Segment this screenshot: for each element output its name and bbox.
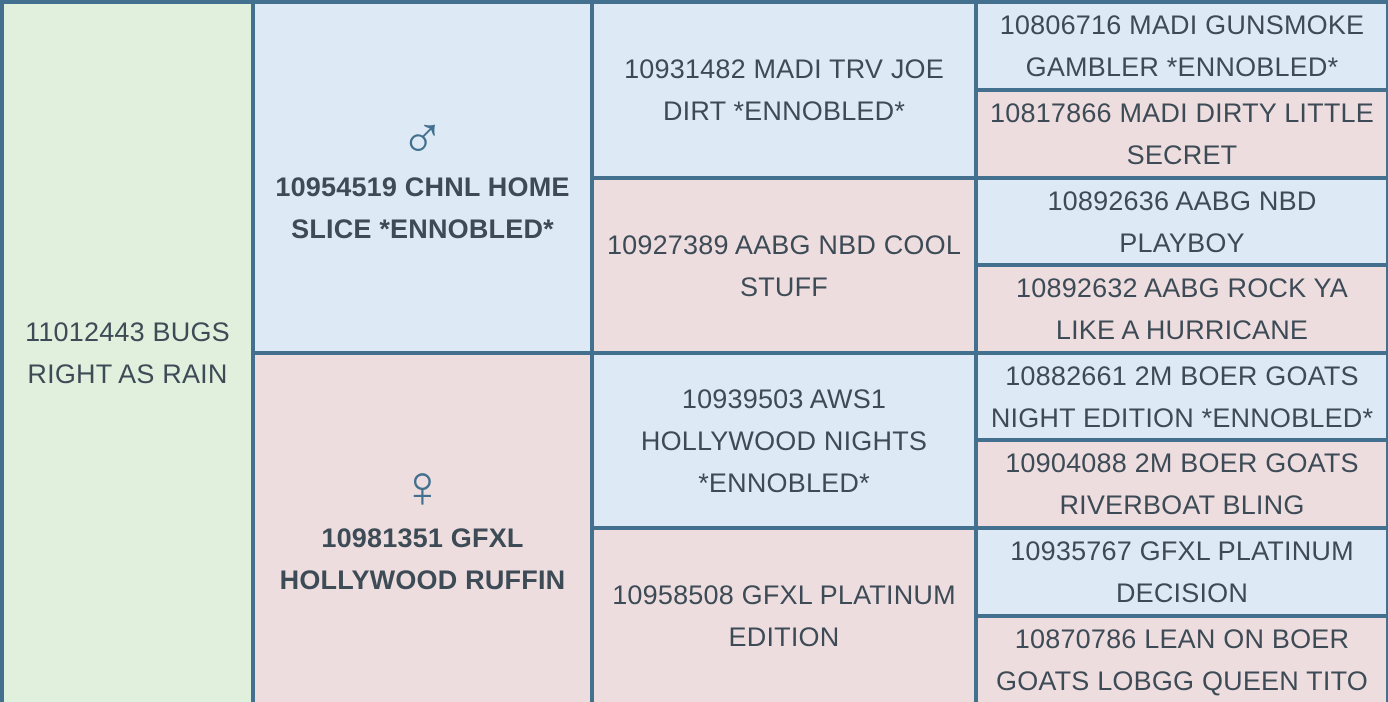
sire-sire-name: 10931482 MADI TRV JOE DIRT *ENNOBLED*: [624, 54, 944, 126]
sire-dam-dam-cell[interactable]: 10892632 AABG ROCK YA LIKE A HURRICANE: [978, 267, 1386, 351]
sire-sire-sire-cell[interactable]: 10806716 MADI GUNSMOKE GAMBLER *ENNOBLED…: [978, 4, 1386, 88]
sire-dam-name: 10927389 AABG NBD COOL STUFF: [606, 229, 962, 302]
subject-name: 11012443 BUGS RIGHT AS RAIN: [25, 317, 230, 389]
sire-dam-sire-cell[interactable]: 10892636 AABG NBD PLAYBOY: [978, 180, 1386, 263]
sire-sire-cell[interactable]: 10931482 MADI TRV JOE DIRT *ENNOBLED*: [594, 4, 974, 176]
dam-sire-cell[interactable]: 10939503 AWS1 HOLLYWOOD NIGHTS *ENNOBLED…: [594, 355, 974, 526]
subject-cell[interactable]: 11012443 BUGS RIGHT AS RAIN: [4, 4, 251, 702]
sire-dam-cell[interactable]: 10927389 AABG NBD COOL STUFF: [594, 180, 974, 351]
sire-sire-dam-name: 10817866 MADI DIRTY LITTLE SECRET: [990, 98, 1374, 170]
male-icon: ♂: [399, 101, 446, 169]
dam-dam-cell[interactable]: 10958508 GFXL PLATINUM EDITION: [594, 530, 974, 702]
sire-sire-dam-cell[interactable]: 10817866 MADI DIRTY LITTLE SECRET: [978, 92, 1386, 176]
dam-sire-dam-name: 10904088 2M BOER GOATS RIVERBOAT BLING: [1005, 448, 1359, 520]
dam-sire-sire-cell[interactable]: 10882661 2M BOER GOATS NIGHT EDITION *EN…: [978, 355, 1386, 438]
sire-dam-sire-name: 10892636 AABG NBD PLAYBOY: [1047, 185, 1317, 258]
dam-dam-sire-name: 10935767 GFXL PLATINUM DECISION: [1010, 536, 1354, 608]
dam-name: 10981351 GFXL HOLLYWOOD RUFFIN: [279, 522, 566, 595]
sire-dam-dam-name: 10892632 AABG ROCK YA LIKE A HURRICANE: [1016, 273, 1348, 345]
dam-dam-dam-cell[interactable]: 10870786 LEAN ON BOER GOATS LOBGG QUEEN …: [978, 618, 1386, 702]
sire-name: 10954519 CHNL HOME SLICE *ENNOBLED*: [275, 171, 570, 244]
dam-sire-sire-name: 10882661 2M BOER GOATS NIGHT EDITION *EN…: [990, 360, 1374, 433]
dam-dam-name: 10958508 GFXL PLATINUM EDITION: [612, 580, 956, 652]
dam-sire-dam-cell[interactable]: 10904088 2M BOER GOATS RIVERBOAT BLING: [978, 442, 1386, 526]
dam-cell[interactable]: ♀ 10981351 GFXL HOLLYWOOD RUFFIN: [255, 355, 590, 702]
female-icon: ♀: [399, 452, 446, 520]
sire-sire-sire-name: 10806716 MADI GUNSMOKE GAMBLER *ENNOBLED…: [999, 10, 1365, 82]
dam-dam-dam-name: 10870786 LEAN ON BOER GOATS LOBGG QUEEN …: [996, 624, 1368, 696]
dam-sire-name: 10939503 AWS1 HOLLYWOOD NIGHTS *ENNOBLED…: [640, 383, 928, 498]
dam-dam-sire-cell[interactable]: 10935767 GFXL PLATINUM DECISION: [978, 530, 1386, 614]
sire-cell[interactable]: ♂ 10954519 CHNL HOME SLICE *ENNOBLED*: [255, 4, 590, 351]
